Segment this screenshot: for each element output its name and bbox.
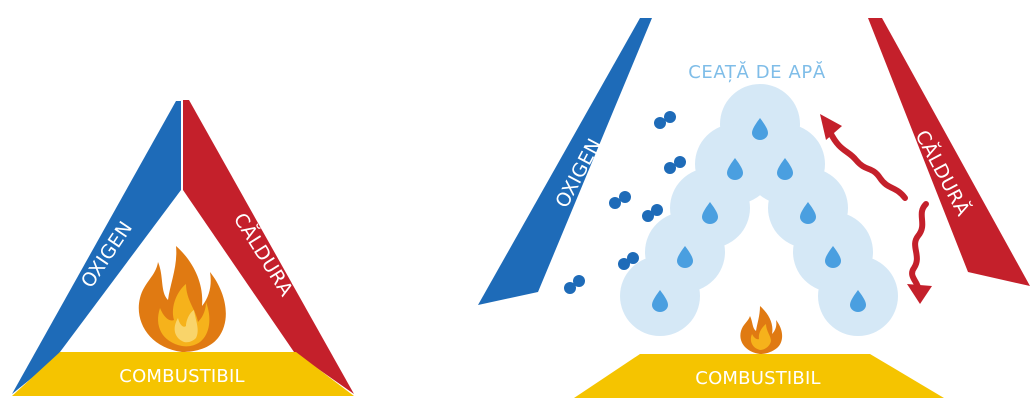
heat-arrowhead-down (907, 284, 932, 304)
right-fuel-label: COMBUSTIBIL (695, 368, 820, 389)
oxygen-molecule-icon (664, 156, 686, 174)
right-mist-label: CEAȚĂ DE APĂ (688, 61, 826, 83)
droplet-icon (850, 290, 866, 312)
heat-arrow-down-icon (909, 201, 929, 291)
right-flame-icon (740, 306, 783, 354)
oxygen-molecule-icon (642, 204, 663, 222)
droplet-icon (777, 158, 793, 180)
left-heat-side (183, 100, 354, 394)
oxygen-molecule-icon (564, 275, 585, 294)
heat-arrow-up-icon (827, 129, 908, 201)
oxygen-molecule-icon (654, 111, 676, 129)
droplet-icon (752, 118, 768, 140)
heat-arrowhead-up (820, 114, 842, 140)
droplet-icon (677, 246, 693, 268)
left-flame-icon (138, 246, 226, 352)
droplet-icon (727, 158, 743, 180)
right-fuel-base (574, 354, 944, 398)
left-fuel-base (12, 352, 354, 396)
droplet-icon (652, 290, 668, 312)
right-oxygen-side (478, 18, 652, 305)
droplet-icon (702, 202, 718, 224)
droplet-icon (825, 246, 841, 268)
oxygen-molecule-icon (609, 191, 631, 209)
oxygen-molecule-icons (564, 111, 686, 294)
right-water-mist-diagram: CEAȚĂ DE APĂ OXIGEN CĂLDURĂ (478, 18, 1030, 398)
heat-arrow-icons (820, 114, 932, 304)
droplet-icon (800, 202, 816, 224)
left-oxygen-side (12, 101, 181, 394)
right-heat-side (868, 18, 1030, 286)
left-fuel-label: COMBUSTIBIL (119, 366, 244, 387)
oxygen-molecule-icon (618, 252, 639, 270)
left-fire-triangle: OXIGEN CĂLDURĂ COMBUSTIBIL (12, 100, 354, 396)
water-droplet-icons (652, 118, 866, 312)
